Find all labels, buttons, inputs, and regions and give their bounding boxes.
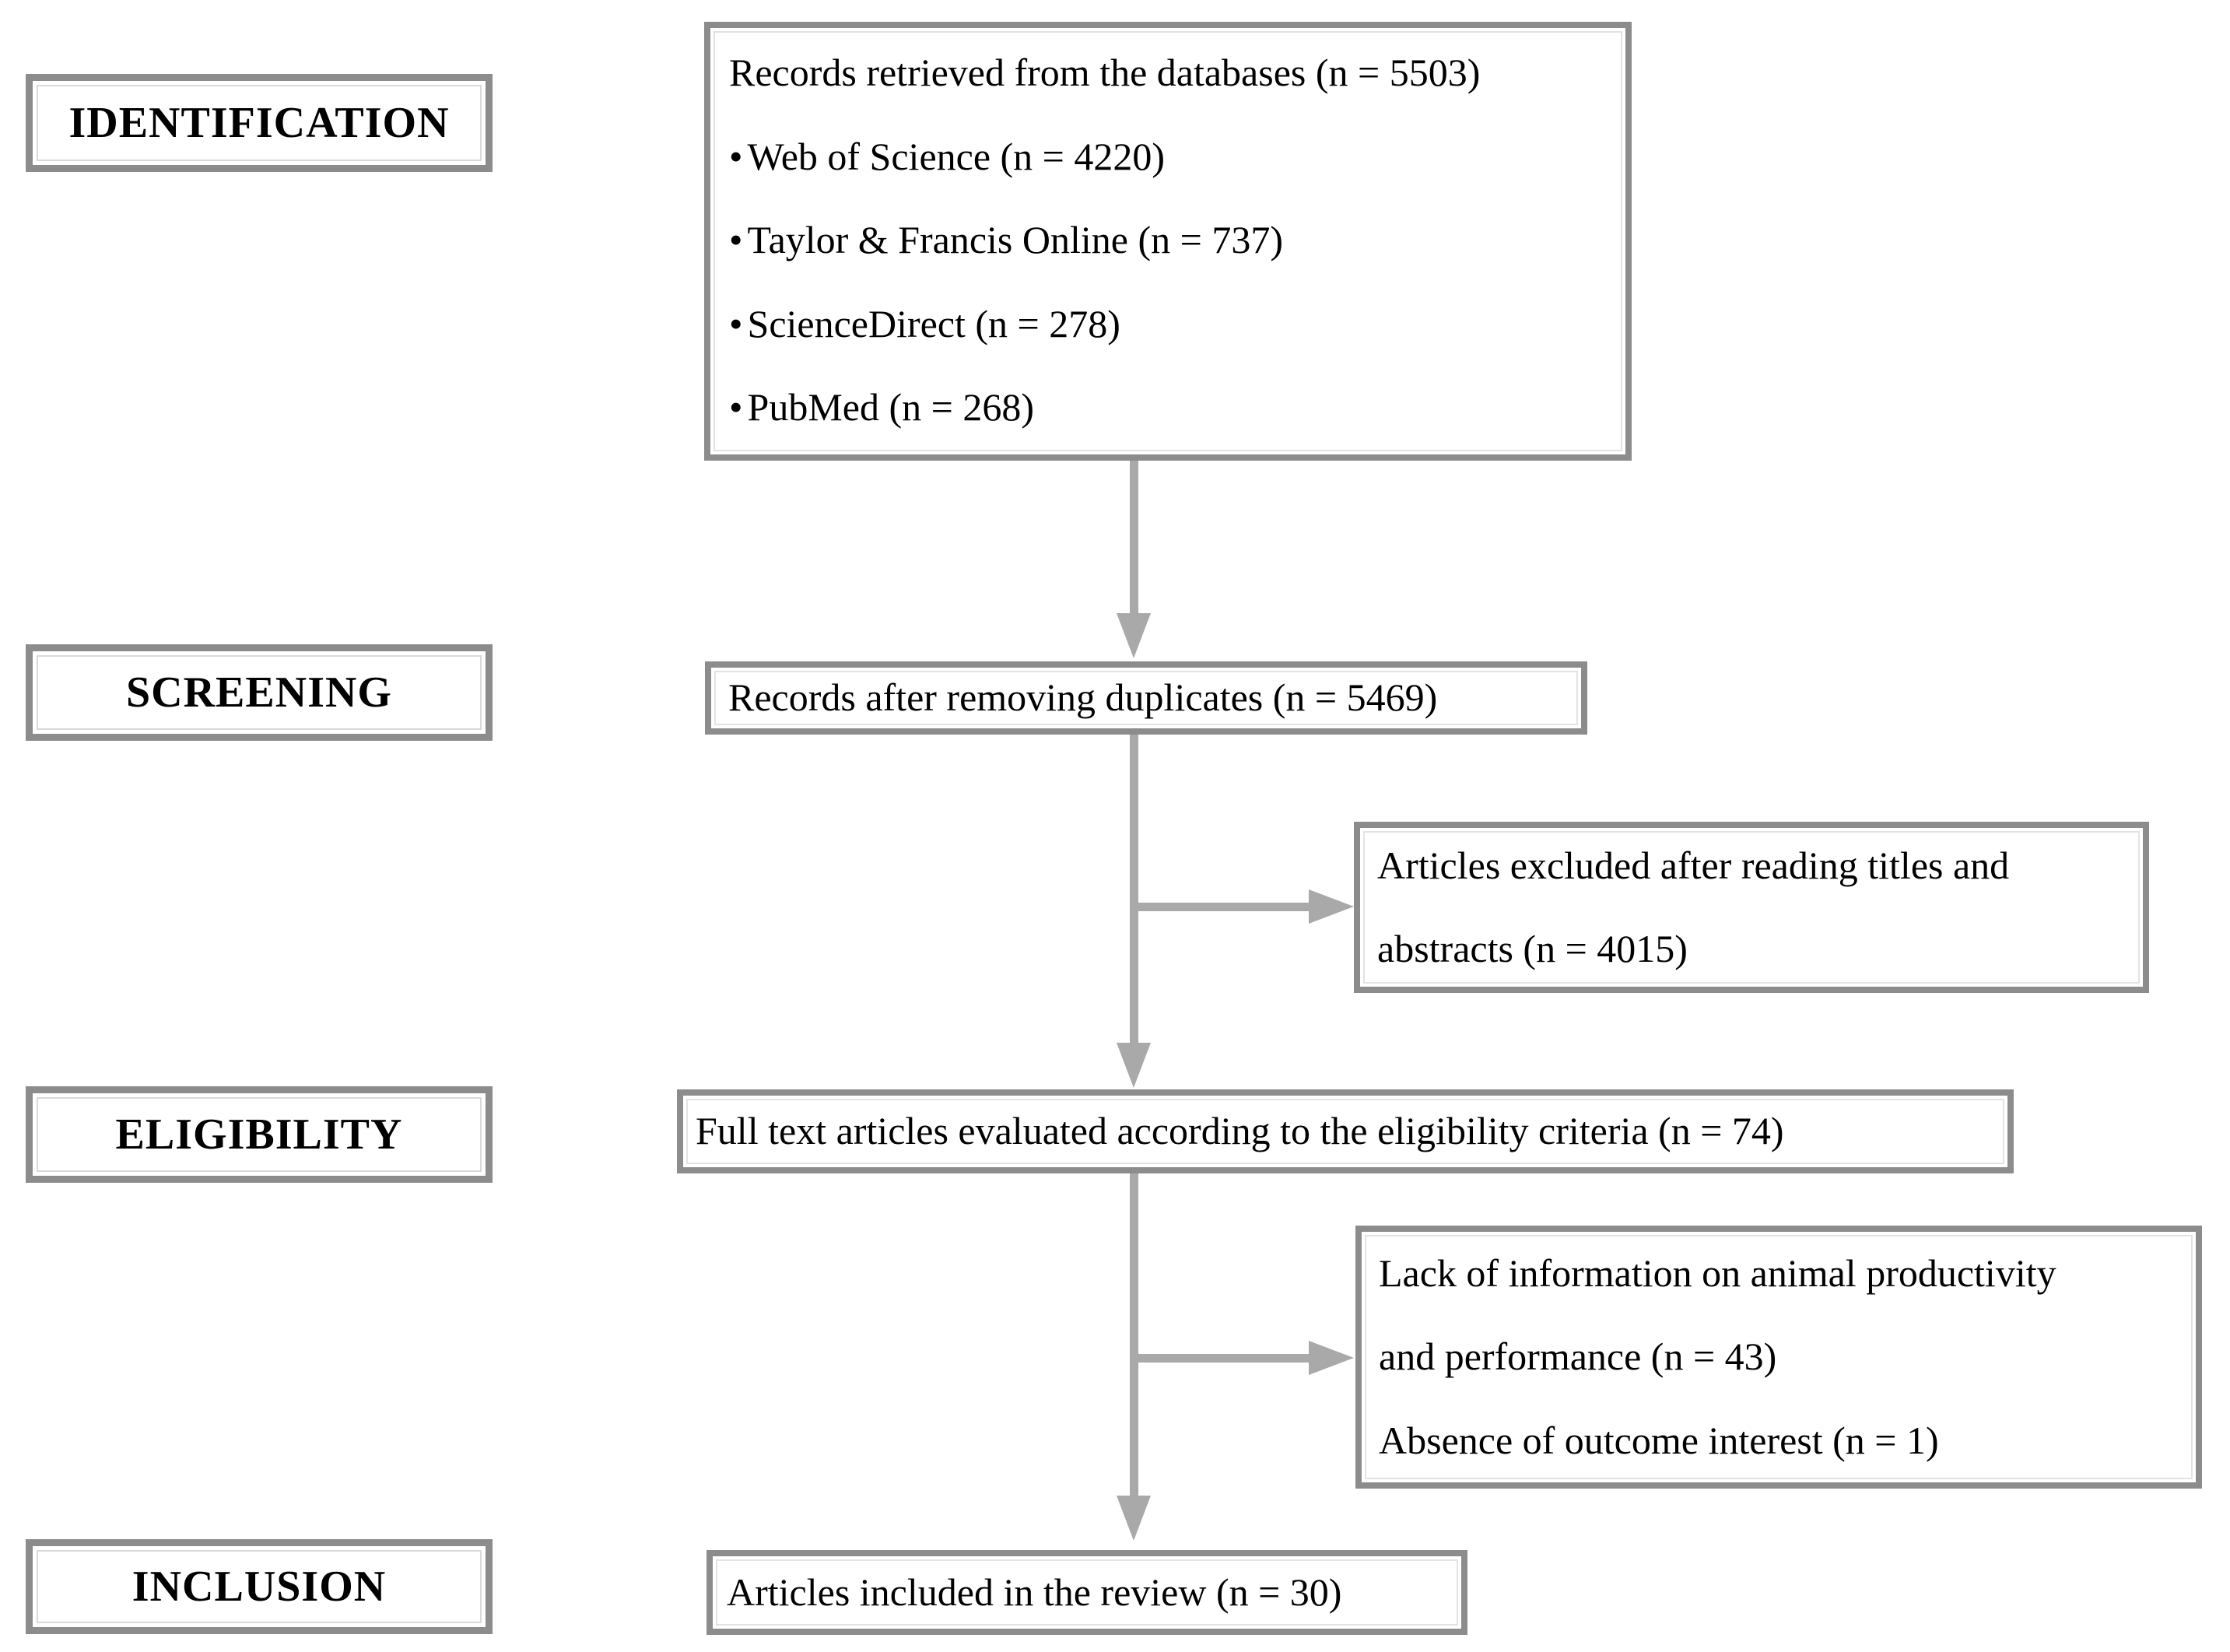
source-sciencedirect: ScienceDirect (n = 278) [747, 301, 1120, 345]
arrow-fulltext-to-included-line [1130, 1173, 1138, 1496]
exclusion-box-titles-abstracts: Articles excluded after reading titles a… [1354, 822, 2149, 993]
flow-box-after-duplicates: Records after removing duplicates (n = 5… [705, 661, 1587, 735]
bullet-icon: • [729, 385, 743, 429]
included-text: Articles included in the review (n = 30) [727, 1570, 1342, 1614]
exclusion-reasons-line-2: and performance (n = 43) [1379, 1335, 1777, 1379]
bullet-icon: • [729, 218, 743, 261]
exclusion-reasons-line-1: Lack of information on animal productivi… [1379, 1250, 2056, 1295]
stage-box-eligibility: ELIGIBILITY [26, 1086, 493, 1183]
full-text-evaluated-text: Full text articles evaluated according t… [696, 1109, 1784, 1153]
stage-label-identification: IDENTIFICATION [68, 99, 450, 147]
stage-label-screening: SCREENING [126, 668, 392, 717]
arrowhead-down-icon [1117, 1496, 1151, 1541]
exclusion-box-full-text-reasons: Lack of information on animal productivi… [1355, 1226, 2202, 1489]
exclusion-titles-line-2: abstracts (n = 4015) [1377, 927, 1688, 970]
bullet-icon: • [729, 301, 743, 345]
flow-box-full-text-evaluated: Full text articles evaluated according t… [677, 1089, 2014, 1173]
arrow-retrieved-to-duplicates-line [1130, 461, 1138, 613]
arrow-branch-to-excluded-reasons-line [1134, 1354, 1309, 1363]
list-item-sciencedirect: • ScienceDirect (n = 278) [729, 282, 1607, 367]
arrowhead-down-icon [1117, 613, 1151, 658]
stage-box-inclusion: INCLUSION [26, 1539, 493, 1634]
arrowhead-down-icon [1117, 1043, 1151, 1088]
list-item-web-of-science: • Web of Science (n = 4220) [729, 115, 1607, 199]
flow-box-records-retrieved: Records retrieved from the databases (n … [704, 22, 1632, 461]
source-web-of-science: Web of Science (n = 4220) [747, 134, 1166, 178]
flow-box-included: Articles included in the review (n = 30) [707, 1550, 1467, 1635]
arrowhead-right-icon [1309, 889, 1354, 924]
records-retrieved-title: Records retrieved from the databases (n … [729, 51, 1481, 94]
exclusion-titles-line-1: Articles excluded after reading titles a… [1377, 843, 2010, 887]
source-taylor-francis: Taylor & Francis Online (n = 737) [747, 218, 1283, 261]
list-item-taylor-francis: • Taylor & Francis Online (n = 737) [729, 198, 1607, 282]
stage-label-eligibility: ELIGIBILITY [115, 1110, 403, 1159]
arrowhead-right-icon [1309, 1341, 1354, 1375]
exclusion-reasons-line-3: Absence of outcome interest (n = 1) [1379, 1418, 1939, 1462]
list-item-pubmed: • PubMed (n = 268) [729, 366, 1607, 450]
stage-box-screening: SCREENING [26, 644, 493, 741]
arrow-branch-to-excluded-titles-line [1134, 903, 1309, 911]
bullet-icon: • [729, 134, 743, 178]
after-duplicates-text: Records after removing duplicates (n = 5… [728, 675, 1438, 720]
arrow-duplicates-to-fulltext-line [1130, 735, 1138, 1043]
stage-label-inclusion: INCLUSION [131, 1563, 387, 1611]
source-pubmed: PubMed (n = 268) [747, 385, 1034, 429]
stage-box-identification: IDENTIFICATION [26, 74, 493, 172]
